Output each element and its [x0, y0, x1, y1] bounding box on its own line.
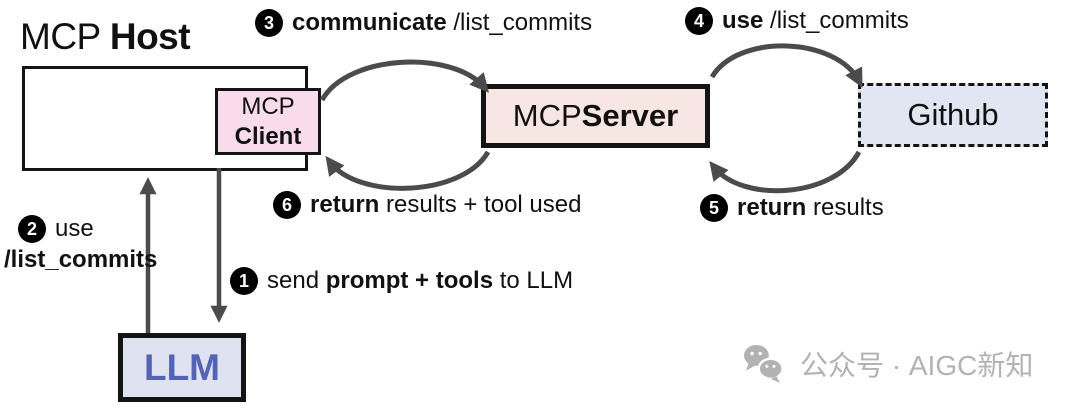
step-1-text: send prompt + tools to LLM	[267, 267, 574, 294]
mcp-client-label-line1: MCP	[241, 92, 295, 120]
step-3-text: communicate /list_commits	[292, 9, 593, 36]
github-box: Github	[858, 83, 1048, 147]
watermark: 公众号 · AIGC新知	[741, 344, 1033, 384]
arrow-return-to-client	[325, 150, 491, 191]
step-6-badge: 6	[273, 191, 301, 219]
step-2-use-label: 2 use /list_commits	[4, 215, 157, 274]
llm-label: LLM	[143, 346, 221, 388]
step-3-communicate-label: 3 communicate /list_commits	[255, 9, 592, 37]
github-label: Github	[907, 97, 999, 132]
wechat-icon	[744, 344, 784, 384]
step-2-badge: 2	[18, 215, 46, 243]
step-5-badge: 5	[700, 194, 728, 222]
step-3-badge: 3	[255, 9, 283, 37]
mcp-client-box: MCP Client	[215, 88, 321, 155]
mcp-client-label-line2: Client	[234, 122, 302, 150]
step-5-text: return results	[737, 194, 884, 221]
step-5-return-label: 5 return results	[700, 194, 884, 222]
step-1-badge: 1	[230, 267, 258, 295]
arrow-use-to-github	[709, 43, 863, 88]
mcp-server-box: MCP Server	[481, 84, 710, 148]
llm-box: LLM	[118, 333, 246, 402]
mcp-host-title: MCP Host	[20, 16, 191, 57]
step-4-text: use /list_commits	[722, 7, 909, 34]
step-6-text: return results + tool used	[310, 191, 582, 218]
watermark-text: 公众号 · AIGC新知	[800, 350, 1034, 381]
arrow-return-to-server	[709, 150, 862, 194]
step-2-line1: 2 use	[4, 215, 157, 243]
step-4-badge: 4	[685, 7, 713, 35]
step-6-return-label: 6 return results + tool used	[273, 191, 581, 219]
arrow-communicate-to-server	[319, 59, 489, 102]
step-2-text-line2: /list_commits	[4, 246, 158, 273]
step-1-send-label: 1 send prompt + tools to LLM	[230, 267, 573, 295]
step-4-use-label: 4 use /list_commits	[685, 7, 909, 35]
step-2-text-line1: use	[55, 215, 94, 242]
